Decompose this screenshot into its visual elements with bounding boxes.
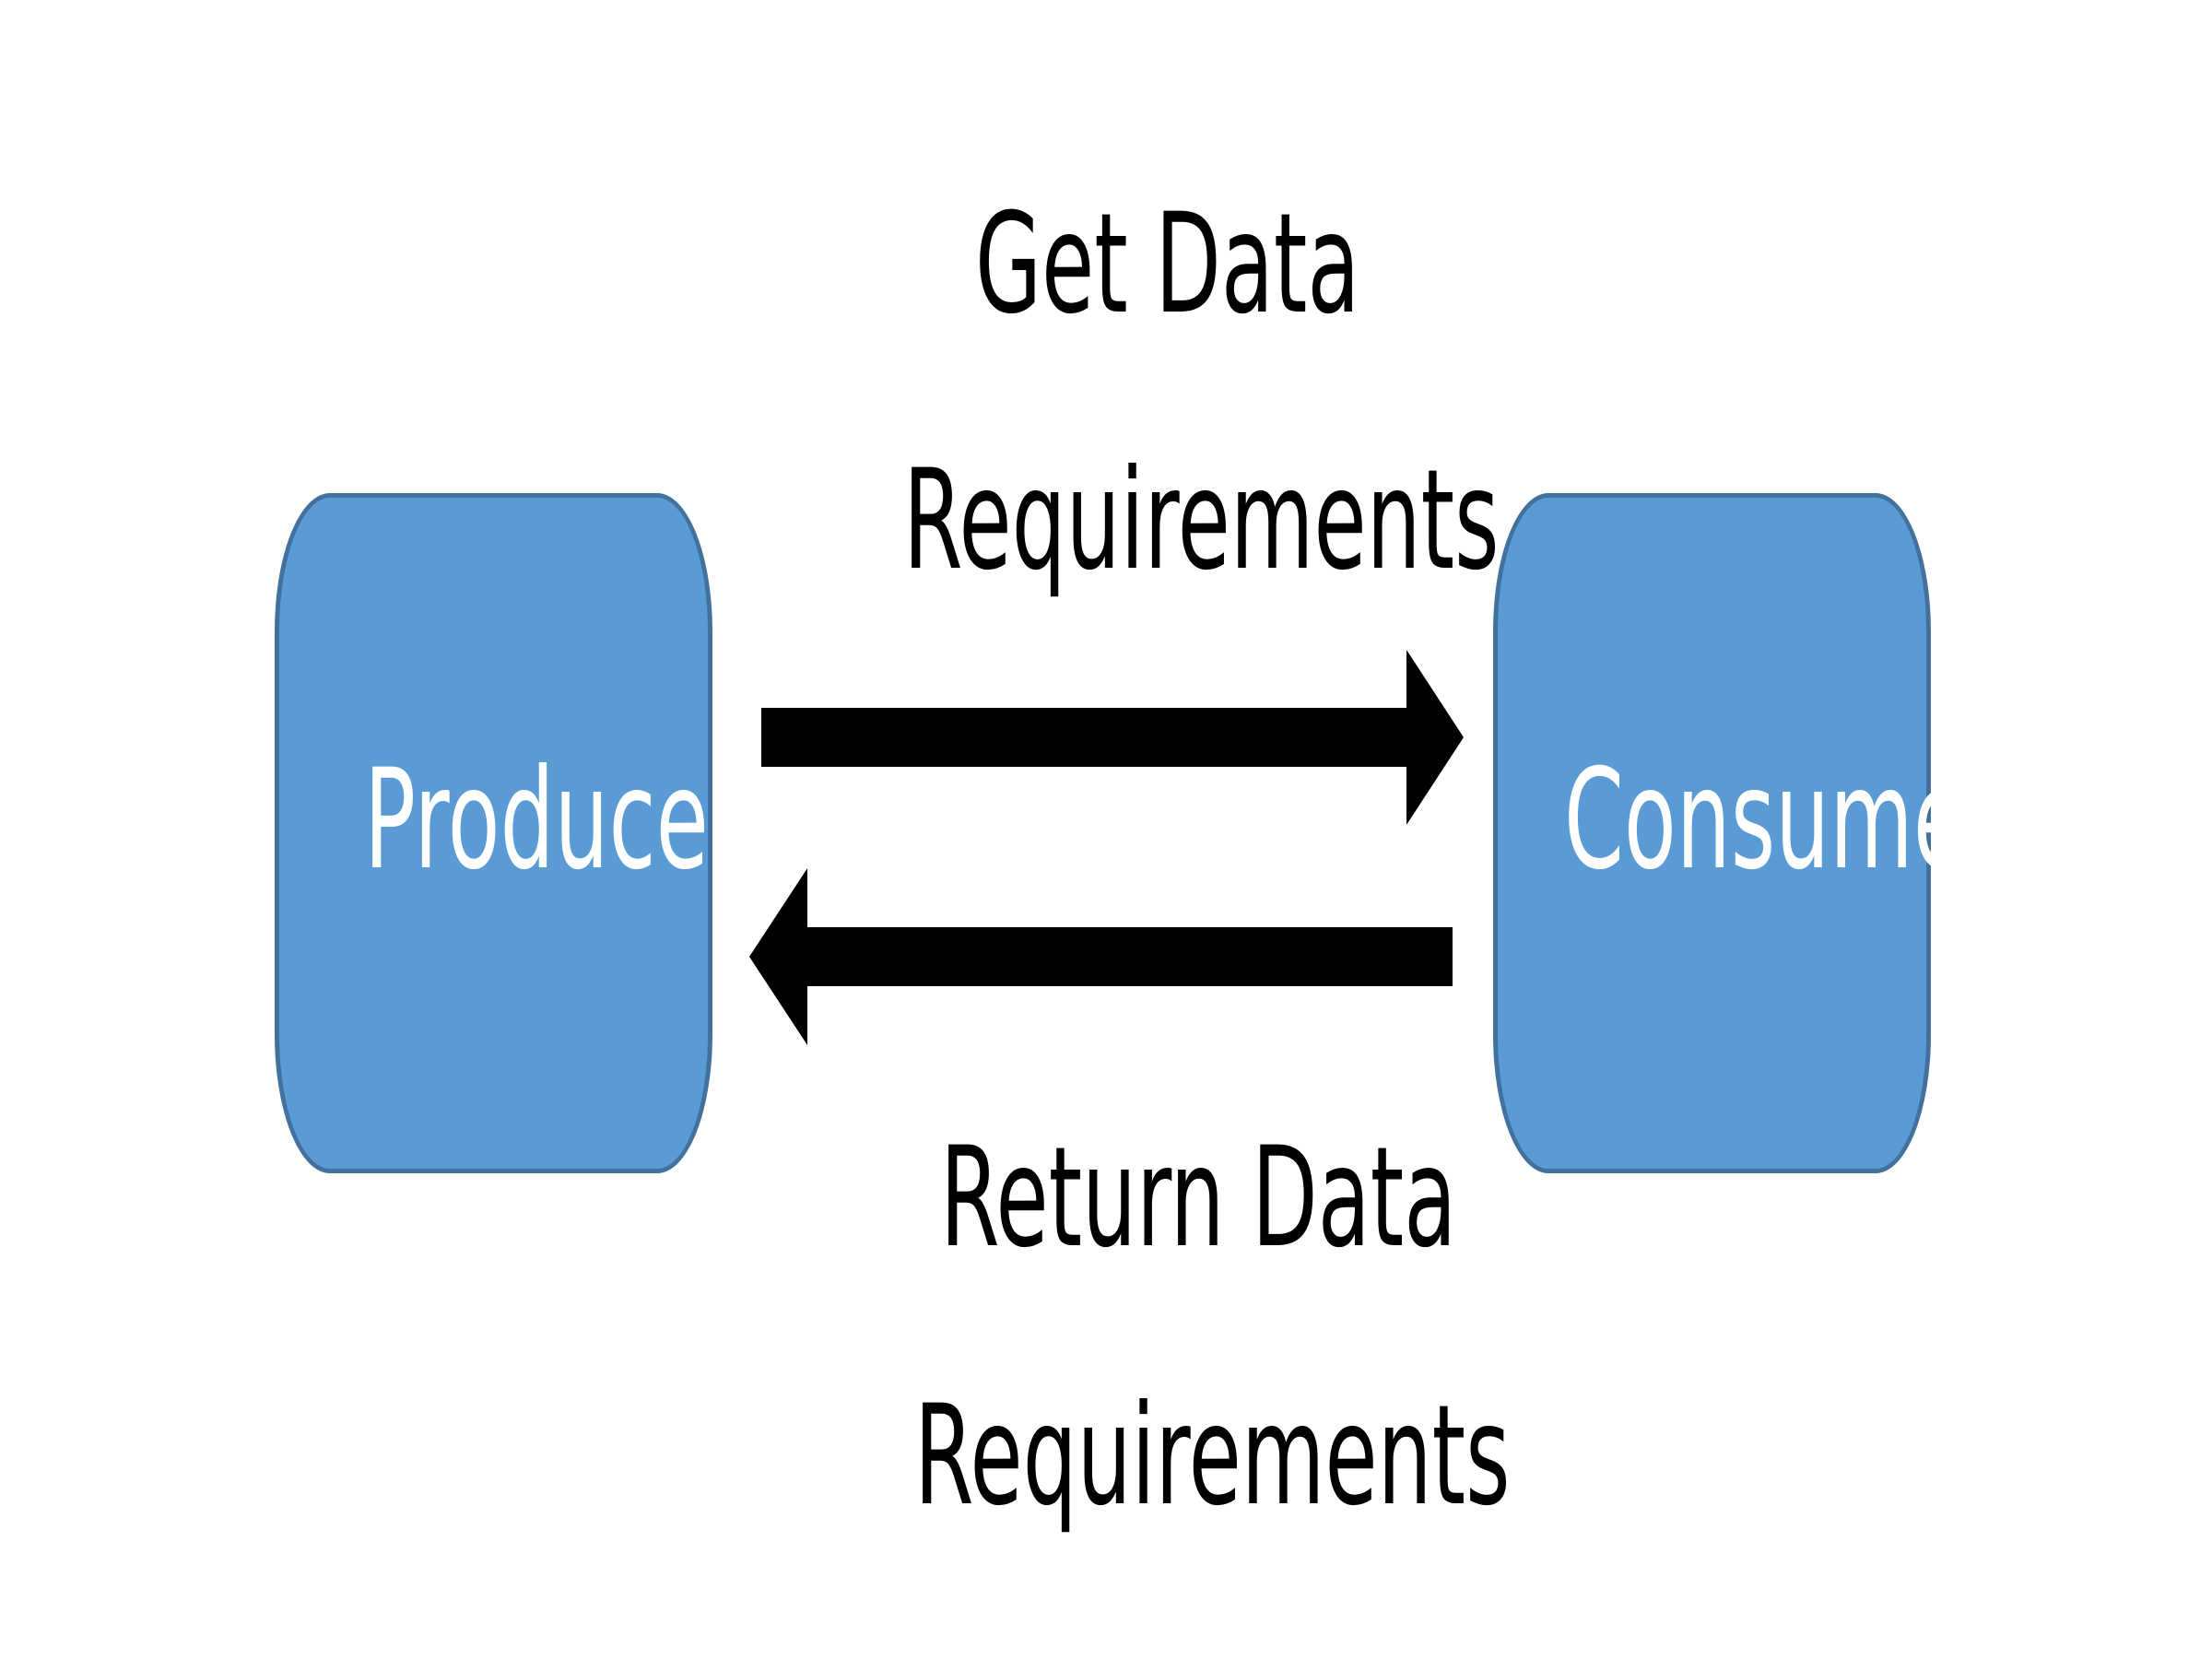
return-data-arrow <box>749 868 1453 1045</box>
producer-label: Producer <box>364 740 745 900</box>
return-data-label-line2: Requirements <box>914 1376 1511 1536</box>
get-data-label-line1: Get Data <box>975 184 1360 345</box>
consumer-node <box>1493 493 1931 1173</box>
consumer-label: Consumer <box>1564 740 2002 900</box>
producer-node <box>275 493 712 1173</box>
return-data-label-line1: Return Data <box>940 1118 1457 1278</box>
get-data-arrow <box>761 650 1464 825</box>
get-data-label-line2: Requirements <box>903 441 1500 601</box>
